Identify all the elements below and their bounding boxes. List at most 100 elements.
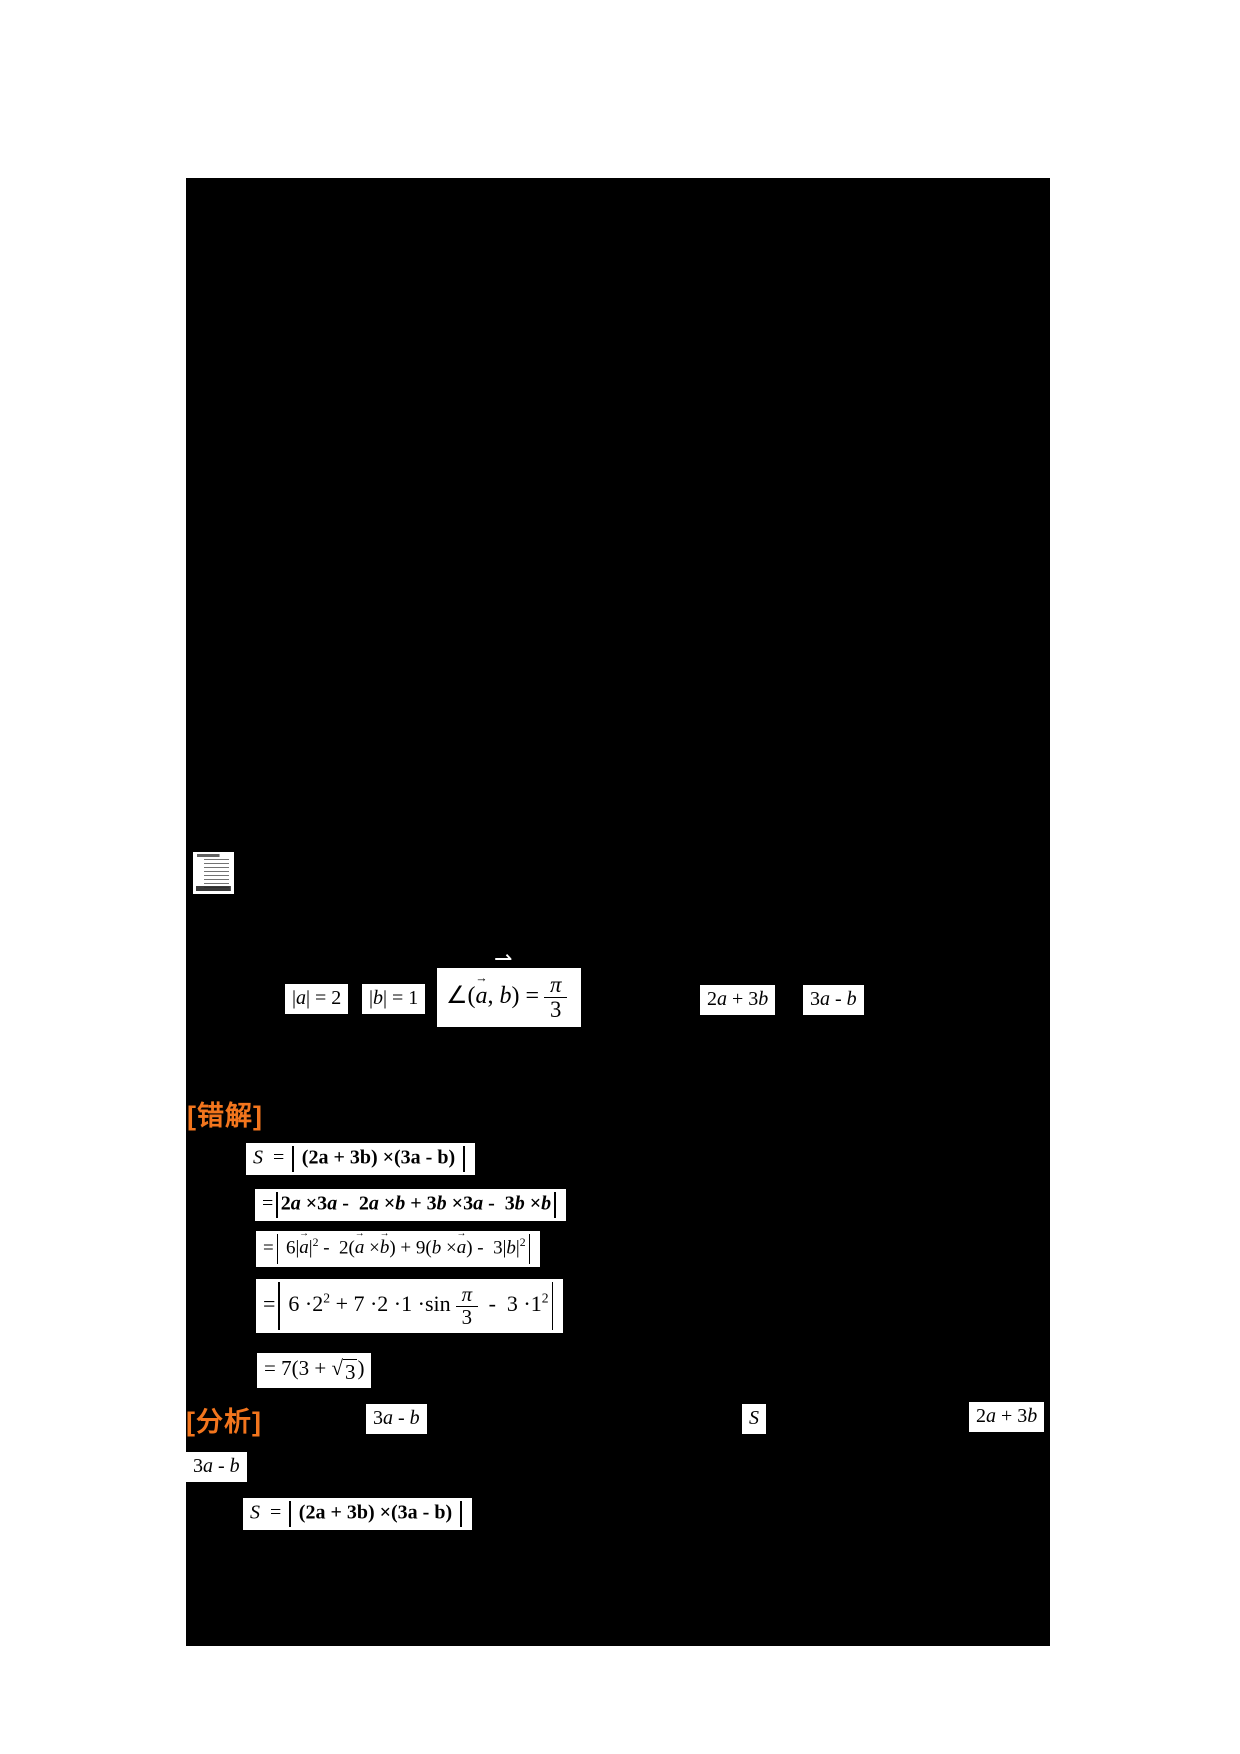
math-run: →a <box>354 1228 365 1259</box>
math-run: b <box>409 1407 420 1429</box>
math-run: = <box>262 1192 274 1215</box>
analysis-formula-2a-plus-3b: 2a + 3b <box>969 1402 1045 1432</box>
math-run: = <box>260 1501 287 1524</box>
math-run: × <box>364 1237 380 1259</box>
analysis-formula-3a-minus-b: 3a - b <box>366 1404 427 1434</box>
math-run: ) <box>357 1356 365 1380</box>
math-run: - 2 <box>337 1192 369 1215</box>
vector-arrow-icon: → <box>456 1228 467 1240</box>
wrong-solution-line-5: = 7(3 + √3) <box>257 1353 372 1388</box>
math-run <box>463 1146 465 1172</box>
math-run: b <box>758 988 769 1010</box>
math-run: b <box>229 1455 240 1477</box>
math-run: | <box>369 987 374 1009</box>
math-run: 6| <box>281 1237 300 1259</box>
math-run: b <box>431 1237 442 1259</box>
vector-arrow-icon: → <box>299 1228 309 1240</box>
math-run: S <box>749 1407 759 1429</box>
formula-2a-plus-3b: 2a + 3b <box>700 985 776 1015</box>
math-run: →a <box>475 970 488 1009</box>
math-run: | <box>292 987 297 1009</box>
math-run: | <box>308 1237 313 1259</box>
math-run: →b <box>379 1228 390 1259</box>
math-run: S <box>253 1146 263 1169</box>
math-run: a <box>473 1192 484 1215</box>
math-run: b <box>846 988 857 1010</box>
math-run <box>554 1192 556 1218</box>
math-run: →a <box>299 1228 309 1259</box>
wrong-solution-line-3: = 6|→a|2 - 2(→a ×→b) + 9(b ×→a) - 3|b|2 <box>256 1228 541 1267</box>
analysis-formula-3a-minus-b-2: 3a - b <box>186 1452 247 1482</box>
analysis-label: [分析] <box>186 1407 262 1437</box>
vector-arrow-icon: → <box>379 1228 390 1240</box>
math-run: b <box>436 1192 447 1215</box>
math-run: - 3 ·1 <box>483 1291 542 1317</box>
math-run: a <box>368 1192 379 1215</box>
math-run: - <box>830 988 847 1010</box>
math-run <box>276 1192 278 1218</box>
analysis-final-line: S = (2a + 3b) ×(3a - b) <box>243 1498 472 1530</box>
math-run: a <box>986 1405 996 1427</box>
math-run: √3 <box>331 1356 358 1384</box>
math-run: × <box>378 1192 396 1215</box>
formula-3a-minus-b: 3a - b <box>803 985 864 1015</box>
math-run: 2 <box>976 1405 986 1427</box>
math-run: b <box>541 1192 552 1215</box>
math-run: (2a + 3b) ×(3a - b) <box>296 1146 461 1169</box>
math-run: = <box>263 1237 274 1259</box>
math-run: 2 <box>323 1290 331 1306</box>
math-run: = <box>263 1146 290 1169</box>
formula-magnitude-b: |b| = 1 <box>362 984 426 1014</box>
math-run: ) + 9( <box>389 1237 432 1259</box>
math-run: - 3 <box>483 1192 515 1215</box>
math-run: - <box>213 1455 230 1477</box>
math-run: 2 <box>519 1236 526 1250</box>
math-run: 3 <box>373 1407 383 1429</box>
math-run: a <box>296 987 307 1009</box>
math-run: 2 <box>541 1290 549 1306</box>
math-run: 2 <box>312 1236 319 1250</box>
math-run: | <box>515 1237 520 1259</box>
math-run: b <box>499 982 512 1009</box>
analysis-formula-S: S <box>742 1404 766 1434</box>
math-run <box>528 1234 531 1264</box>
math-run: a <box>327 1192 338 1215</box>
math-run: ×3 <box>446 1192 474 1215</box>
math-run: a <box>383 1407 393 1429</box>
math-run: + 3 <box>996 1405 1028 1427</box>
math-run: b <box>506 1237 516 1259</box>
math-run: a <box>203 1455 213 1477</box>
math-run: = <box>263 1291 276 1317</box>
math-run: | = 1 <box>383 987 419 1009</box>
math-run: b <box>514 1192 525 1215</box>
math-run: - 2( <box>318 1237 355 1259</box>
math-run: = 7(3 + <box>264 1356 332 1380</box>
mini-document-thumbnail <box>193 852 234 894</box>
vector-arrow-icon: ⇀ <box>494 946 513 971</box>
math-run: a <box>717 988 727 1010</box>
math-run: , <box>487 982 500 1009</box>
math-run: ) = <box>511 982 540 1009</box>
math-run: ) - 3 <box>466 1237 503 1259</box>
math-run: + 3 <box>727 988 759 1010</box>
wrong-solution-line-1: S = (2a + 3b) ×(3a - b) <box>246 1143 475 1175</box>
math-run <box>292 1146 294 1172</box>
math-run: b <box>395 1192 406 1215</box>
math-run: × <box>524 1192 542 1215</box>
math-run: (2a + 3b) ×(3a - b) <box>293 1501 458 1524</box>
math-run: 3 <box>193 1455 203 1477</box>
math-run: ∠( <box>446 982 476 1009</box>
math-run: + 7 ·2 ·1 ·sin <box>330 1291 451 1317</box>
formula-magnitude-a: |a| = 2 <box>285 984 349 1014</box>
math-run: 2 <box>280 1192 291 1215</box>
math-run: a <box>820 988 830 1010</box>
math-run: - <box>393 1407 410 1429</box>
math-run <box>289 1501 291 1527</box>
vector-arrow-icon: → <box>475 970 488 985</box>
